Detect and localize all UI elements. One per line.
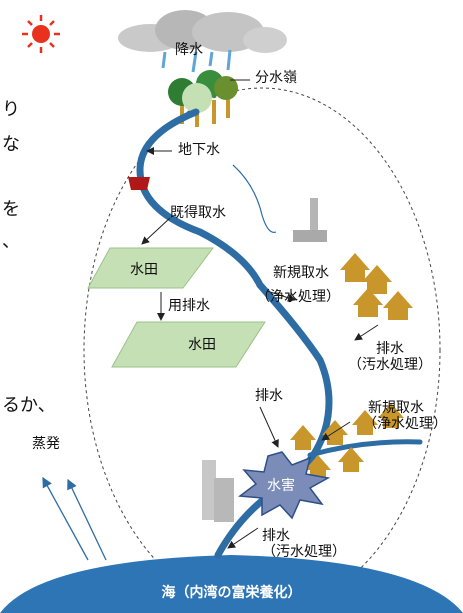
drainage-middle-title: 排水: [376, 341, 404, 357]
water-damage-burst: [237, 451, 331, 520]
drainage-lower-title: 排水: [262, 528, 290, 544]
paddy-upper: [87, 247, 214, 289]
watershed-label: 分水嶺: [255, 70, 297, 86]
cropped-text-5: るか、: [2, 395, 56, 416]
houses-upper-icon: [340, 253, 413, 320]
drainage-paddy-label: 排水: [255, 388, 283, 404]
drainage-lower-note: （汚水処理）: [262, 544, 346, 561]
evaporation-label: 蒸発: [32, 436, 60, 452]
factory-lower-icon: [202, 460, 234, 522]
cloud-icon: [118, 10, 287, 53]
new-intake-lower-label: 新規取水 （浄水処理）: [345, 400, 447, 432]
dam-icon: [128, 177, 150, 190]
groundwater-flow: [232, 164, 277, 233]
factory-icon: [293, 198, 327, 242]
sea-label: 海（内湾の富栄養化）: [161, 585, 302, 601]
drainage-lower-label: 排水 （汚水処理）: [262, 528, 346, 560]
sea: [0, 555, 463, 613]
paddy-lower: [111, 321, 266, 368]
irrigation-drainage-label: 用排水: [168, 298, 210, 314]
drainage-middle-note: （汚水処理）: [348, 357, 432, 374]
paddy-upper-label: 水田: [130, 262, 158, 278]
river-branch: [307, 439, 423, 458]
precipitation-label: 降水: [175, 42, 203, 58]
groundwater-label: 地下水: [178, 142, 220, 158]
paddy-lower-label: 水田: [188, 337, 216, 353]
new-intake-lower-title: 新規取水: [368, 400, 424, 416]
forest-icon: [168, 70, 238, 127]
drainage-middle-label: 排水 （汚水処理）: [348, 341, 432, 373]
houses-lower-icon: [290, 403, 404, 480]
cropped-text-4: 、: [2, 231, 20, 252]
evaporation-arrows: [42, 476, 107, 561]
existing-intake-label: 既得取水: [170, 205, 226, 221]
new-intake-upper-note: （浄水処理）: [256, 289, 340, 306]
cropped-text-1: り: [2, 99, 20, 120]
new-intake-upper-label: 新規取水 （浄水処理）: [256, 265, 340, 305]
cropped-text-2: な: [2, 134, 20, 155]
cropped-text-3: を: [2, 199, 20, 220]
rain-icon: [161, 49, 232, 73]
sun-icon: [22, 15, 60, 53]
new-intake-upper-title: 新規取水: [273, 265, 329, 281]
water-damage-label: 水害: [267, 478, 295, 494]
new-intake-lower-note: （浄水処理）: [363, 416, 447, 433]
flow-arrows: [141, 147, 379, 549]
